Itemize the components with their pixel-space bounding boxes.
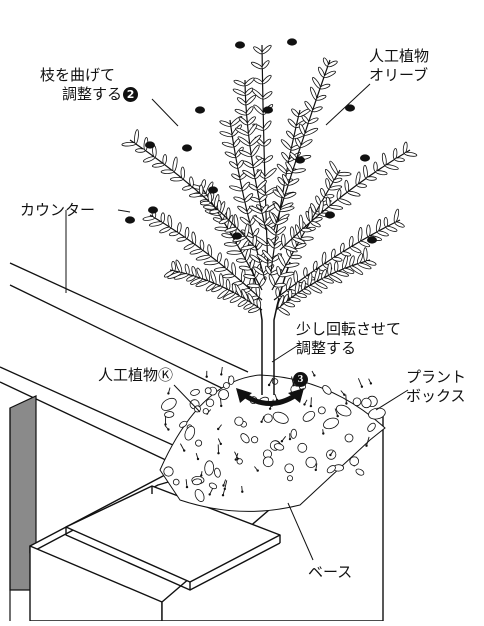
branch-adjust-line2: 調整する <box>62 85 123 103</box>
artificial-plant-k-drawing <box>159 366 386 512</box>
rotate-line1: 少し回転させて <box>296 320 402 338</box>
step-3-badge: 3 <box>293 372 308 387</box>
rotate-line2: 調整する <box>296 339 357 357</box>
leader-lines <box>65 83 409 561</box>
plant-box-label: プラント ボックス <box>406 368 466 406</box>
olive-label: 人工植物 オリーブ <box>369 47 429 85</box>
artificial-plant-k-label: 人工植物Ⓚ <box>98 366 174 384</box>
olive-line2: オリーブ <box>369 66 429 84</box>
olive-line1: 人工植物 <box>369 47 430 65</box>
rotate-label: 少し回転させて 調整する <box>296 320 401 358</box>
base-label: ベース <box>308 563 353 581</box>
step-2-badge: 2 <box>123 87 139 102</box>
plant-box-line1: プラント <box>406 368 467 386</box>
plant-box-line2: ボックス <box>406 387 466 405</box>
branch-adjust-line1: 枝を曲げて <box>40 66 116 84</box>
counter-drawing <box>0 262 249 463</box>
counter-label: カウンター <box>20 201 96 219</box>
olive-tree-drawing <box>121 38 418 395</box>
rotate-arrow-icon <box>236 388 304 406</box>
